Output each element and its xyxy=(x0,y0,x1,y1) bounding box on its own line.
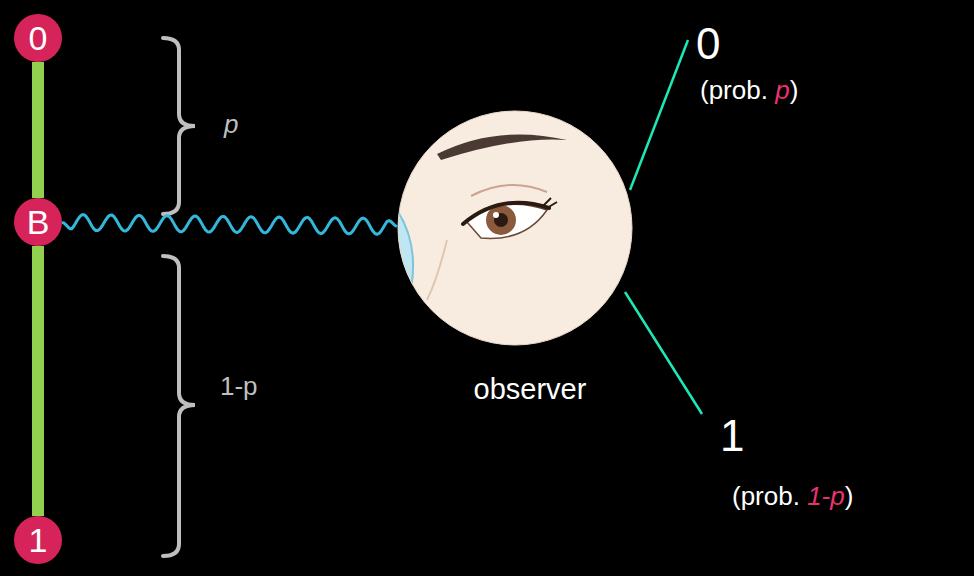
outcome-probability: (prob. 1-p) xyxy=(732,482,853,511)
brace xyxy=(163,256,195,556)
state-name: B xyxy=(27,205,50,239)
outcome-value: 0 xyxy=(696,20,720,68)
brace xyxy=(163,38,195,214)
observer-label: observer xyxy=(474,374,587,406)
state-bar xyxy=(32,62,44,198)
state-name: 1 xyxy=(29,523,48,557)
probability-label: 1-p xyxy=(220,372,258,401)
observer-circle: observer xyxy=(397,110,633,346)
leader-line xyxy=(630,40,688,190)
observation-wave xyxy=(62,215,397,235)
state-circle: 0 xyxy=(14,14,62,62)
state-circle: 1 xyxy=(14,516,62,564)
state-bar xyxy=(32,246,44,516)
state-name: 0 xyxy=(29,21,48,55)
probability-label: p xyxy=(224,110,238,139)
outcome-value: 1 xyxy=(720,412,744,460)
state-circle: B xyxy=(14,198,62,246)
outcome-probability: (prob. p) xyxy=(700,76,798,105)
leader-line xyxy=(625,292,702,414)
eye-illustration xyxy=(397,110,633,346)
